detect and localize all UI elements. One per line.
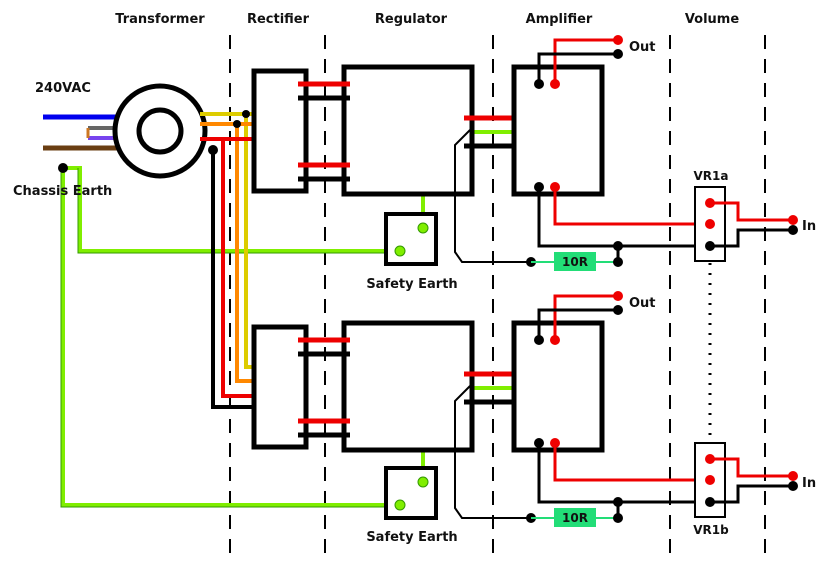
section-dividers bbox=[229, 35, 766, 555]
safety-earth-box-ch1 bbox=[384, 212, 438, 266]
regulator-ch1 bbox=[341, 64, 475, 197]
resistor-ch1 bbox=[554, 252, 596, 271]
column-header-transformer: Transformer bbox=[115, 12, 205, 27]
pot-label-ch1: VR1a bbox=[694, 169, 729, 183]
pot-label-ch2: VR1b bbox=[693, 523, 729, 537]
transformer-terminals bbox=[208, 110, 250, 155]
column-header-rectifier: Rectifier bbox=[247, 12, 310, 27]
column-header-volume: Volume bbox=[685, 12, 740, 27]
out-label-ch2: Out bbox=[629, 296, 656, 311]
resistor-ch2 bbox=[554, 508, 596, 527]
transformer-toroid-inner bbox=[136, 107, 184, 155]
amplifier-ch2 bbox=[511, 320, 605, 453]
resistor-label-ch2: 10R bbox=[562, 511, 588, 525]
safety-earth-box-ch2 bbox=[384, 466, 438, 520]
safety-earth-label-ch1: Safety Earth bbox=[366, 277, 457, 292]
safety-earth-label-ch2: Safety Earth bbox=[366, 530, 457, 545]
rectifier-ch1 bbox=[251, 68, 309, 194]
rectifier-ch2 bbox=[251, 324, 309, 450]
out-label-ch1: Out bbox=[629, 40, 656, 55]
channel-1: Safety Earth 10R Out VR1a In bbox=[251, 35, 816, 292]
in-label-ch2: In bbox=[802, 476, 816, 491]
column-header-amplifier: Amplifier bbox=[526, 12, 593, 27]
in-label-ch1: In bbox=[802, 219, 816, 234]
regulator-ch2 bbox=[341, 320, 475, 453]
mains-label: 240VAC bbox=[35, 81, 91, 96]
transformer bbox=[112, 83, 208, 179]
chassis-earth-point bbox=[58, 163, 68, 173]
mains-wires bbox=[43, 114, 120, 151]
chassis-earth-label: Chassis Earth bbox=[13, 184, 112, 199]
earth-wire-ch2 bbox=[61, 168, 400, 507]
amplifier-ch1 bbox=[511, 64, 605, 197]
earth-wire-ch1 bbox=[63, 166, 400, 253]
column-header-regulator: Regulator bbox=[375, 12, 448, 27]
resistor-label-ch1: 10R bbox=[562, 255, 588, 269]
channel-2: Safety Earth 10R Out VR1b In bbox=[251, 291, 816, 545]
